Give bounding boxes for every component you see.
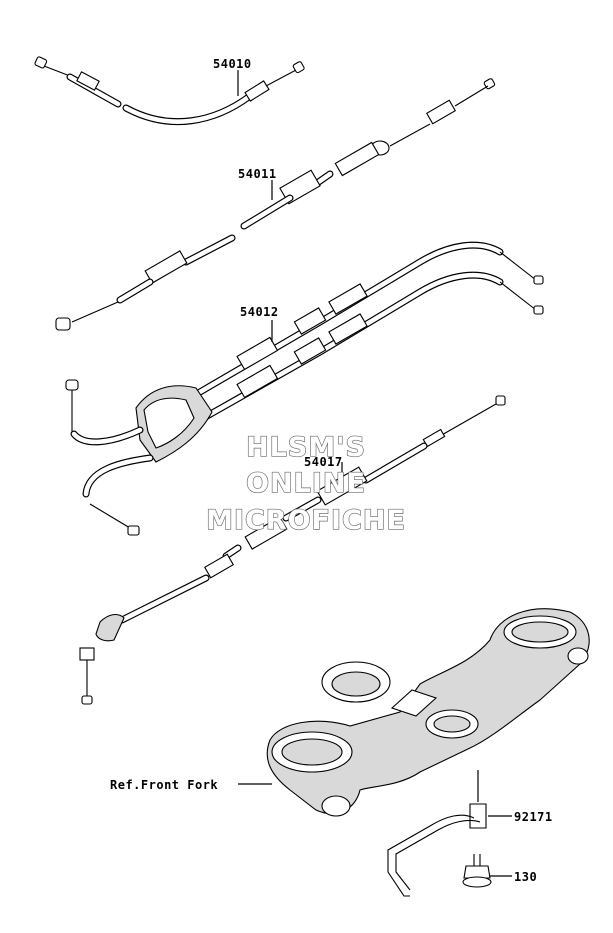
watermark-line-1: HLSM'S: [246, 432, 366, 463]
watermark-line-3: MICROFICHE: [206, 505, 406, 536]
bolt-130: [462, 854, 512, 888]
label-92171: 92171: [514, 810, 553, 824]
label-ref-front-fork: Ref.Front Fork: [110, 778, 218, 792]
label-54012: 54012: [240, 305, 279, 319]
cable-54017: [79, 395, 506, 705]
label-54017: 54017: [304, 455, 343, 469]
watermark-line-2: ONLINE: [246, 468, 366, 499]
cable-54012: [65, 241, 544, 536]
cable-54010: [34, 56, 305, 126]
cable-54011: [55, 78, 496, 331]
label-54011: 54011: [238, 167, 277, 181]
label-54010: 54010: [213, 57, 252, 71]
bracket-92171: [387, 770, 512, 897]
label-130: 130: [514, 870, 537, 884]
upper-triple-clamp: [238, 608, 590, 817]
